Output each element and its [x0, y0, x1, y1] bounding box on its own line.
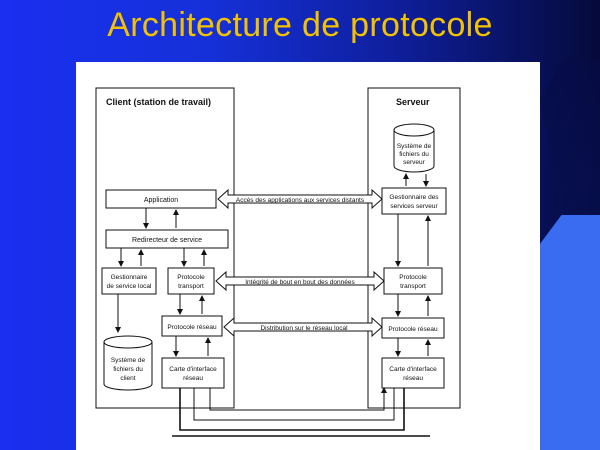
client-transport-protocol-label-1: Protocole	[177, 274, 205, 281]
protocol-diagram: Client (station de travail) Serveur Appl…	[95, 87, 461, 437]
server-network-protocol-label: Protocole réseau	[388, 326, 438, 333]
client-local-service-manager-label-1: Gestionnaire	[111, 274, 148, 281]
client-transport-protocol-label-2: transport	[178, 283, 204, 290]
client-file-system-label-3: client	[120, 375, 135, 382]
client-interface-card-label-2: réseau	[183, 375, 203, 382]
client-redirector-label: Redirecteur de service	[132, 237, 202, 244]
data-integrity-arrow	[215, 270, 385, 292]
client-file-system-label-1: Système de	[111, 357, 146, 364]
client-redirector-box	[105, 229, 229, 249]
server-transport-protocol-box	[383, 267, 443, 295]
server-service-manager-box	[381, 187, 447, 215]
client-header: Client (station de travail)	[106, 97, 211, 107]
server-file-system-label-2: fichiers du	[399, 151, 429, 158]
server-transport-protocol-label-1: Protocole	[399, 274, 427, 281]
client-transport-protocol-box	[167, 267, 215, 295]
client-network-protocol-label: Protocole réseau	[167, 324, 217, 331]
server-interface-card-label-1: Carte d'interface	[389, 366, 437, 373]
server-header: Serveur	[396, 97, 430, 107]
remote-access-arrow	[217, 188, 383, 210]
decorative-blue-shape	[530, 215, 600, 450]
server-service-manager-label-1: Gestionnaire des	[389, 194, 439, 201]
server-transport-protocol-label-2: transport	[400, 283, 426, 290]
client-file-system-label-2: fichiers du	[113, 366, 143, 373]
server-file-system-label-1: Système de	[397, 143, 432, 150]
server-network-protocol-box	[381, 317, 445, 339]
slide-title: Architecture de protocole	[107, 6, 493, 44]
server-interface-card-box	[381, 357, 445, 389]
server-connectors	[395, 173, 431, 357]
remote-access-label: Accès des applications aux services dist…	[236, 197, 365, 204]
client-connectors	[115, 208, 211, 357]
server-file-system-label-3: serveur	[403, 159, 426, 166]
server-file-system-cylinder	[393, 123, 435, 173]
client-file-system-cylinder	[103, 335, 153, 391]
local-network-distribution-label: Distribution sur le réseau local	[260, 325, 348, 332]
server-interface-card-label-2: réseau	[403, 375, 423, 382]
client-local-service-manager-label-2: de service local	[107, 283, 152, 290]
client-application-label: Application	[144, 197, 178, 204]
data-integrity-label: Intégrité de bout en bout des données	[245, 279, 355, 286]
client-local-service-manager-box	[101, 267, 157, 295]
server-service-manager-label-2: services serveur	[390, 203, 438, 210]
diagram-panel: Client (station de travail) Serveur Appl…	[76, 62, 540, 450]
client-interface-card-box	[161, 357, 225, 389]
client-network-protocol-box	[161, 315, 223, 337]
network-cable	[172, 387, 430, 437]
client-application-box	[105, 189, 217, 209]
local-network-distribution-arrow	[223, 316, 383, 338]
client-interface-card-label-1: Carte d'interface	[169, 366, 217, 373]
